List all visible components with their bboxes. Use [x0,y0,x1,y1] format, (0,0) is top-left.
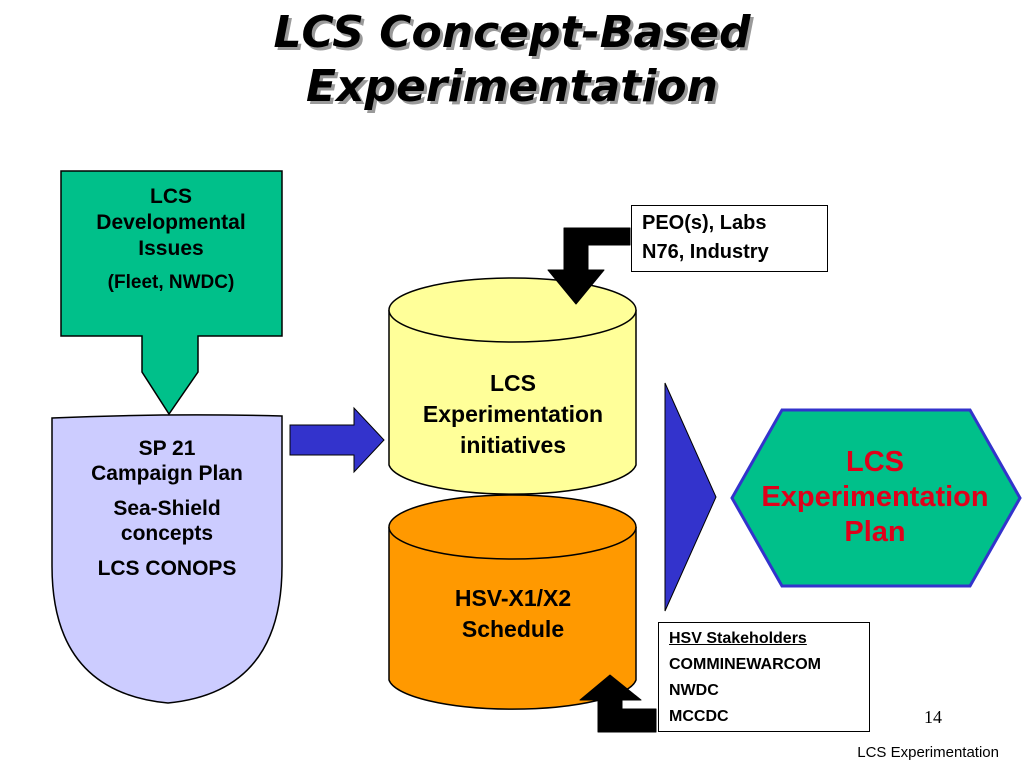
plan-line-1: LCS [846,446,904,478]
campaign-plan-line-4: concepts [120,522,214,545]
campaign-plan-line-2: Campaign Plan [91,462,243,485]
campaign-plan-shield [51,414,283,704]
stakeholder-item: NWDC [669,682,719,699]
inputs-box: PEO(s), Labs N76, Industry [631,205,828,272]
campaign-plan-line-3: Sea-Shield [113,497,221,520]
inputs-line-1: PEO(s), Labs [642,212,767,234]
plan-line-2: Experimentation [761,481,989,513]
developmental-issues-text: LCS Developmental Issues (Fleet, NWDC) [64,184,278,296]
inputs-bent-arrow [547,227,631,305]
schedule-cylinder [388,494,637,710]
initiatives-text: LCS Experimentation initiatives [390,368,636,461]
initiatives-line-1: LCS [490,370,536,396]
developmental-issues-line-2: Developmental [96,211,246,234]
campaign-plan-line-1: SP 21 [138,437,196,460]
title-line-1: LCS Concept-Based [273,7,751,58]
footer-text: LCS Experimentation [857,744,999,761]
stakeholders-bent-arrow [579,674,657,733]
plan-text: LCS Experimentation Plan [730,445,1020,550]
developmental-issues-sub: (Fleet, NWDC) [107,272,235,293]
cylinders-to-plan-chevron [664,382,717,612]
inputs-line-2: N76, Industry [642,241,769,263]
stakeholder-item: MCCDC [669,708,729,725]
page-number: 14 [924,707,942,727]
stakeholders-header: HSV Stakeholders [669,630,807,647]
initiatives-line-2: Experimentation [422,401,604,427]
shield-to-cylinder-arrow [289,406,385,474]
developmental-issues-line-1: LCS [150,185,192,208]
initiatives-line-3: initiatives [459,432,567,458]
title-line-2: Experimentation [306,61,718,112]
schedule-line-2: Schedule [461,616,565,642]
plan-hexagon [730,408,1022,588]
slide-title: LCS Concept-Based Experimentation [0,6,1024,114]
plan-line-3: Plan [844,516,906,548]
schedule-line-1: HSV-X1/X2 [454,585,572,611]
campaign-plan-line-5: LCS CONOPS [97,557,237,580]
schedule-text: HSV-X1/X2 Schedule [390,583,636,645]
campaign-plan-text: SP 21 Campaign Plan Sea-Shield concepts … [52,436,282,581]
developmental-issues-callout [60,170,283,416]
developmental-issues-line-3: Issues [138,237,204,260]
stakeholders-box: HSV Stakeholders COMMINEWARCOM NWDC MCCD… [658,622,870,732]
stakeholder-item: COMMINEWARCOM [669,656,821,673]
